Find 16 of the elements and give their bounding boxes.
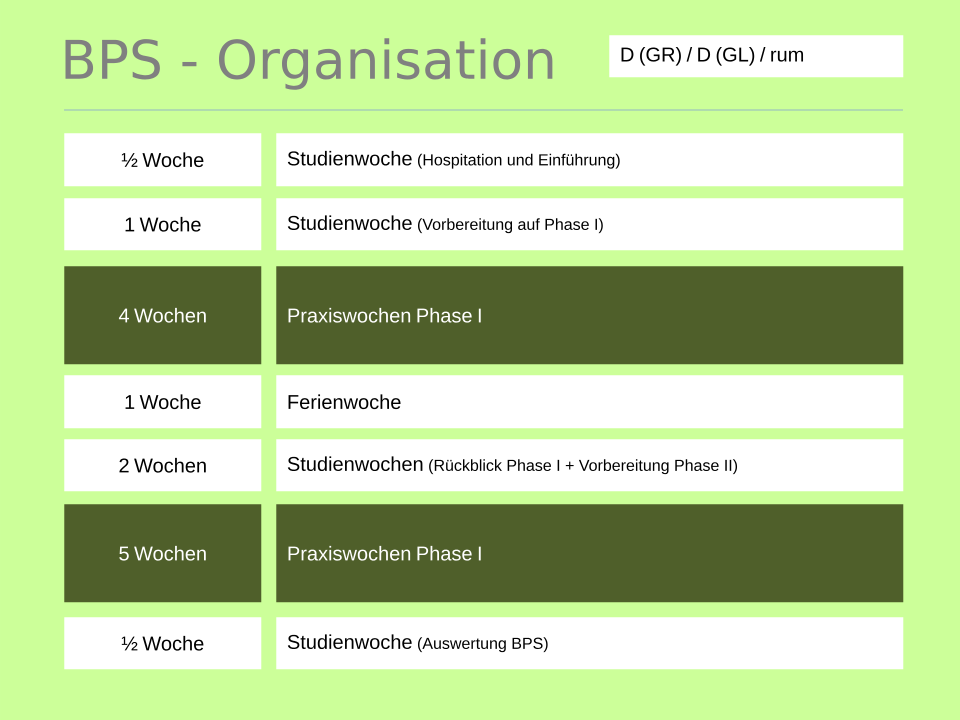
description-box: Studienwoche (Auswertung BPS)	[276, 617, 904, 670]
duration-box: ½ Woche	[64, 617, 262, 670]
description-box: Praxiswochen Phase I	[276, 504, 904, 602]
duration-box: 1 Woche	[64, 375, 262, 428]
description-box: Studienwoche (Hospitation und Einführung)	[276, 133, 904, 186]
duration-box: 4 Wochen	[64, 266, 262, 364]
description-box: Praxiswochen Phase I	[276, 266, 904, 364]
description-box: Studienwochen (Rückblick Phase I + Vorbereitung Phase II)	[276, 439, 904, 492]
duration-box: ½ Woche	[64, 133, 262, 186]
duration-box: 1 Woche	[64, 198, 262, 250]
description-box: Studienwoche (Vorbereitung auf Phase I)	[276, 198, 904, 250]
header-box: D (GR) / D (GL) / rum	[609, 35, 904, 78]
duration-box: 5 Wochen	[64, 504, 262, 602]
description-box: Ferienwoche	[276, 375, 904, 428]
duration-box: 2 Wochen	[64, 439, 262, 492]
title: BPS - Organisation	[66, 38, 552, 90]
